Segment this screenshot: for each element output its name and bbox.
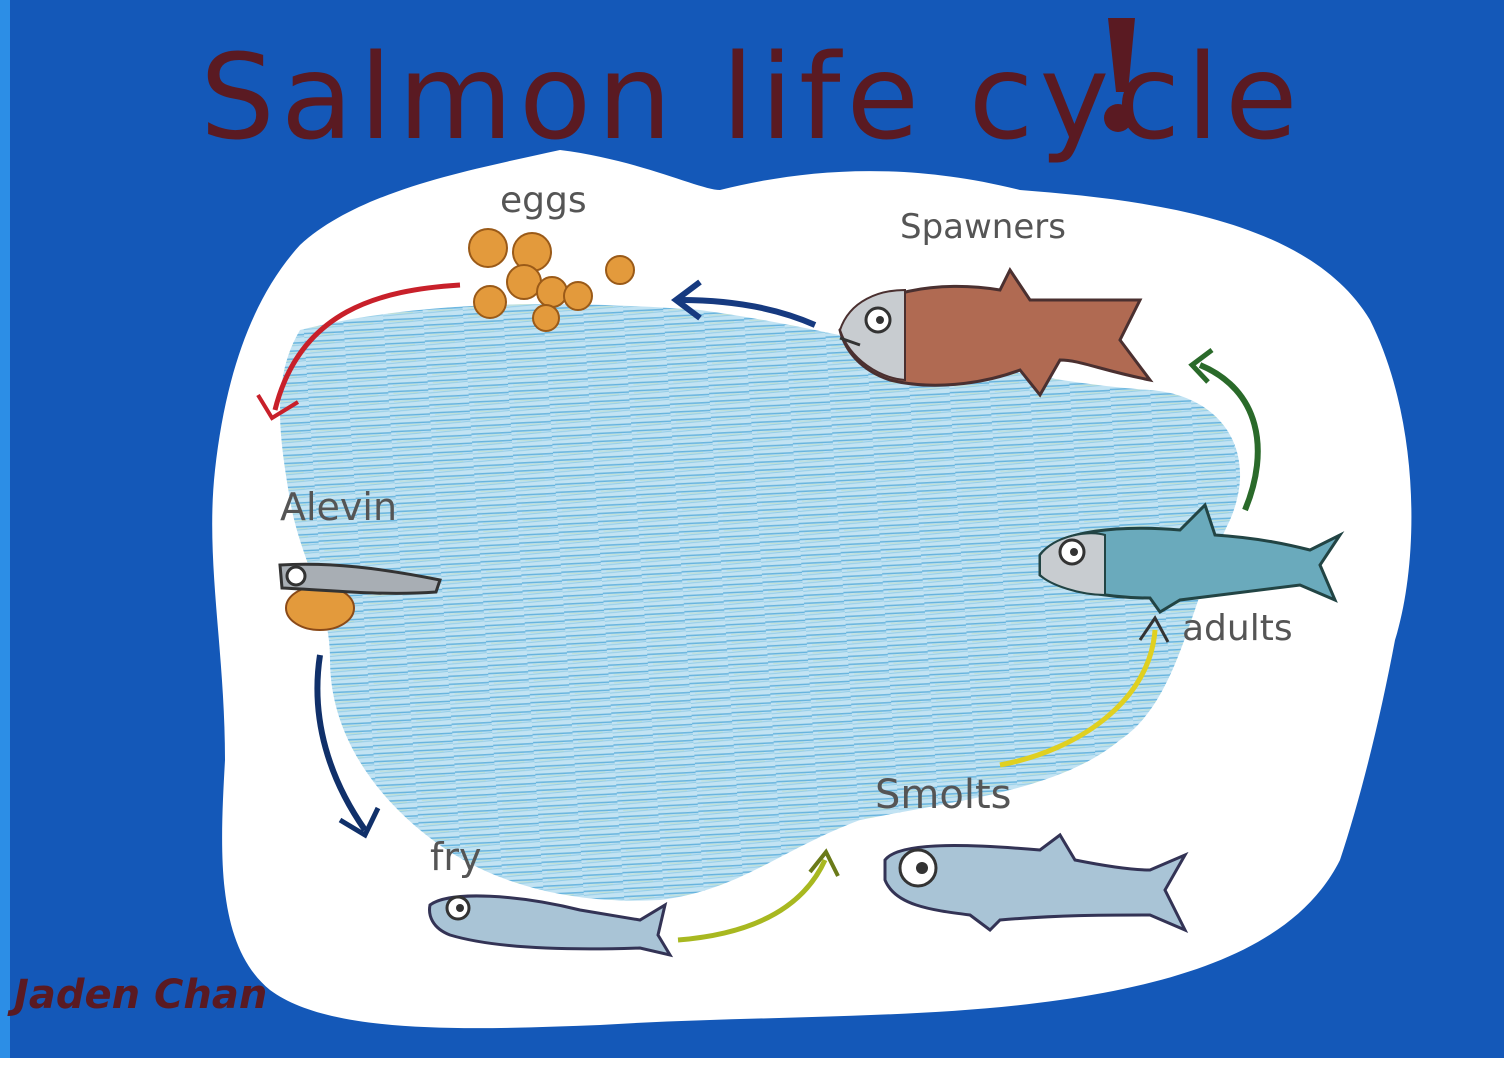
bottom-white-strip: [0, 1058, 1504, 1068]
stage-label-fry: fry: [430, 835, 482, 879]
left-edge-band: [0, 0, 10, 1068]
poster-title: Salmon life cycle: [200, 28, 1304, 166]
stage-label-alevin: Alevin: [280, 485, 397, 529]
stage-label-adults: adults: [1182, 608, 1293, 649]
stage-label-spawners: Spawners: [900, 207, 1066, 247]
author-signature: Jaden Chan: [7, 972, 267, 1018]
stage-label-smolts: Smolts: [875, 772, 1011, 818]
stage-label-eggs: eggs: [500, 180, 587, 221]
